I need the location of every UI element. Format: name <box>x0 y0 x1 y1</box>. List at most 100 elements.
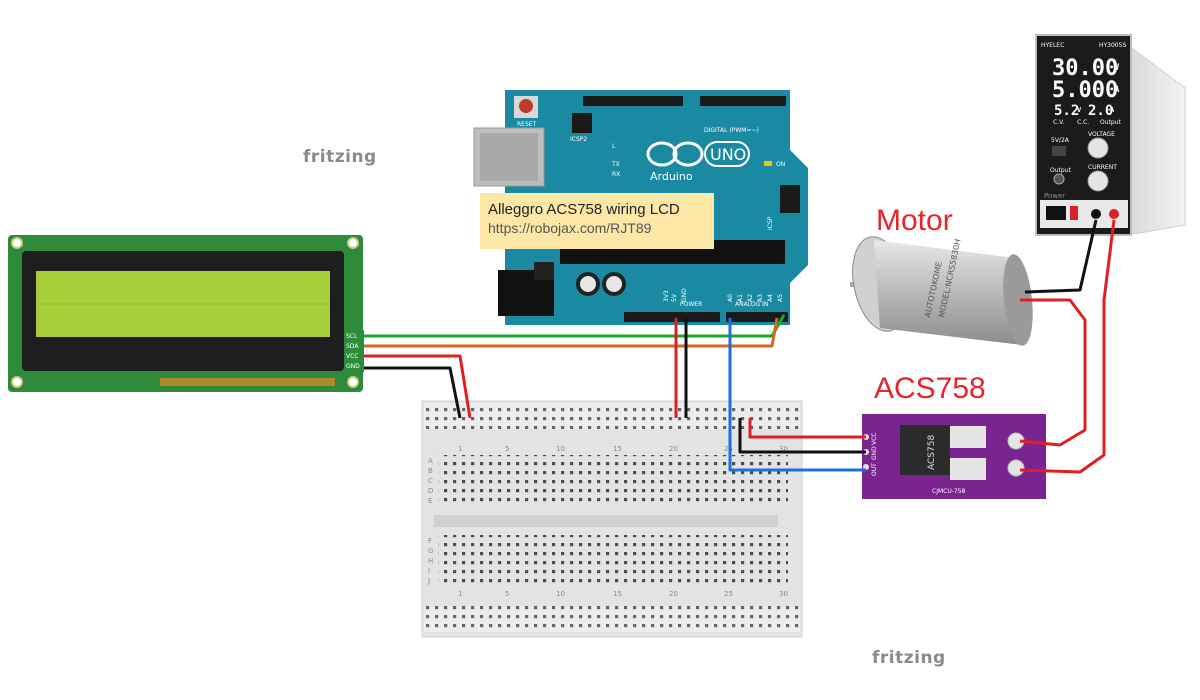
note-title: Alleggro ACS758 wiring LCD <box>488 201 680 218</box>
lcd-pin-gnd: GND <box>346 363 360 370</box>
lcd-pin-vcc: VCC <box>346 353 358 360</box>
wire-psu-red <box>1019 219 1116 474</box>
acs758-board: ACS758 CJMCU-758 VCC GND OUT <box>862 414 1046 499</box>
bb-col-1: 1 <box>458 445 462 453</box>
psu-terminal-red <box>1109 209 1119 219</box>
psu-current-readout: 5.000 <box>1052 78 1118 103</box>
bb-col-30-bottom: 30 <box>779 590 788 598</box>
bb-row-c: C <box>428 477 433 485</box>
psu-output-btn-label: Output <box>1050 167 1071 174</box>
wire-lcd-vcc <box>364 354 472 419</box>
wire-lcd-gnd <box>364 366 462 419</box>
power-supply: HYELEC HY3005S 30.00 V 5.000 A 5.2 V 2.0… <box>1035 34 1186 236</box>
psu-small-v: 5.2 <box>1054 103 1079 119</box>
pin-a1: A1 <box>737 294 744 302</box>
note-url: https://robojax.com/RJT89 <box>488 220 652 236</box>
acs758-chip-text: ACS758 <box>927 435 937 470</box>
bb-row-b: B <box>428 467 433 475</box>
wire-sensor-vcc <box>748 418 866 439</box>
bb-col-15: 15 <box>613 445 622 453</box>
bb-col-1-bottom: 1 <box>458 590 462 598</box>
bb-col-5-bottom: 5 <box>505 590 509 598</box>
acs758-board-name: CJMCU-758 <box>932 488 966 495</box>
psu-brand: HYELEC <box>1041 42 1064 49</box>
usb-port <box>1052 146 1066 156</box>
rx-label: RX <box>612 171 620 178</box>
power-label: POWER <box>680 301 702 308</box>
wire-sda <box>364 317 779 348</box>
bb-row-g: G <box>428 547 433 555</box>
wire-scl <box>364 314 786 338</box>
led-l-label: L <box>612 143 616 150</box>
psu-voltage-readout: 30.00 <box>1052 56 1118 81</box>
pin-3v3: 3V3 <box>663 290 670 302</box>
psu-output-button[interactable] <box>1053 173 1065 185</box>
bb-row-d: D <box>428 487 433 495</box>
psu-small-v-unit: V <box>1077 106 1082 114</box>
lcd-bottom-header <box>160 378 335 386</box>
uno-label: UNO <box>710 145 746 164</box>
bb-row-a: A <box>428 457 433 465</box>
bb-col-10-bottom: 10 <box>556 590 565 598</box>
acs758-label: ACS758 <box>874 372 986 405</box>
lcd-module: SCL SDA VCC GND <box>8 235 364 392</box>
bb-col-5: 5 <box>505 445 509 453</box>
bb-row-i: I <box>428 567 430 575</box>
pin-gnd: GND <box>681 288 688 302</box>
bb-row-j: J <box>427 577 430 585</box>
lcd-pin-scl: SCL <box>346 333 358 340</box>
bb-col-15-bottom: 15 <box>613 590 622 598</box>
wire-motor-red <box>1019 298 1087 447</box>
pin-a4: A4 <box>767 294 774 302</box>
psu-power-label: Power <box>1044 192 1065 200</box>
wire-sensor-gnd <box>738 418 866 454</box>
voltage-knob[interactable] <box>1087 137 1109 159</box>
acs758-pin-gnd: GND <box>871 446 878 460</box>
wire-signal <box>728 318 866 472</box>
pin-a5: A5 <box>777 294 784 302</box>
info-note: Alleggro ACS758 wiring LCD https://roboj… <box>480 193 714 249</box>
wires <box>364 219 1116 474</box>
pin-a3: A3 <box>757 294 764 302</box>
psu-small-a-unit: A <box>1110 106 1115 114</box>
fritzing-watermark-bottom: fritzing <box>872 648 946 668</box>
current-knob[interactable] <box>1087 170 1109 192</box>
psu-model: HY3005S <box>1099 42 1126 49</box>
psu-power-switch[interactable] <box>1046 206 1066 220</box>
icsp-label: ICSP <box>767 216 774 230</box>
psu-usb-label: 5V/2A <box>1051 137 1070 144</box>
psu-cc: C.C. <box>1077 119 1089 126</box>
dc-motor: AUTOTOKOME MODEL:NCRS5830H <box>850 236 1033 346</box>
bb-row-f: F <box>428 537 432 545</box>
bb-col-30: 30 <box>779 445 788 453</box>
pin-a2: A2 <box>747 294 754 302</box>
bb-row-h: H <box>428 557 433 565</box>
bb-col-25-bottom: 25 <box>724 590 733 598</box>
lcd-pin-sda: SDA <box>346 343 359 350</box>
bb-col-20-bottom: 20 <box>669 590 678 598</box>
wire-psu-black <box>1024 219 1098 294</box>
acs758-pin-vcc: VCC <box>871 433 878 445</box>
tx-label: TX <box>611 161 620 168</box>
psu-voltage-knob-label: VOLTAGE <box>1088 131 1115 138</box>
psu-terminal-black <box>1091 209 1101 219</box>
breadboard: A B C D E F G H I J 1 5 10 15 20 25 30 1… <box>421 400 803 638</box>
bb-col-10: 10 <box>556 445 565 453</box>
psu-cv: C.V. <box>1053 119 1064 126</box>
pin-a0: A0 <box>727 294 734 302</box>
psu-current-unit: A <box>1114 85 1120 95</box>
digital-label: DIGITAL (PWM=~) <box>704 127 759 134</box>
reset-label: RESET <box>517 121 537 128</box>
psu-small-a: 2.0 <box>1088 103 1113 119</box>
bb-row-e: E <box>428 497 432 505</box>
pin-5v: 5V <box>671 293 678 302</box>
psu-voltage-unit: V <box>1114 63 1120 73</box>
on-label: ON <box>776 161 785 168</box>
psu-output-indicator: Output <box>1100 119 1121 126</box>
bb-col-20: 20 <box>669 445 678 453</box>
motor-label: Motor <box>876 204 953 237</box>
psu-current-knob-label: CURRENT <box>1088 164 1117 171</box>
arduino-brand: Arduino <box>650 170 693 183</box>
fritzing-watermark-top: fritzing <box>303 147 377 167</box>
